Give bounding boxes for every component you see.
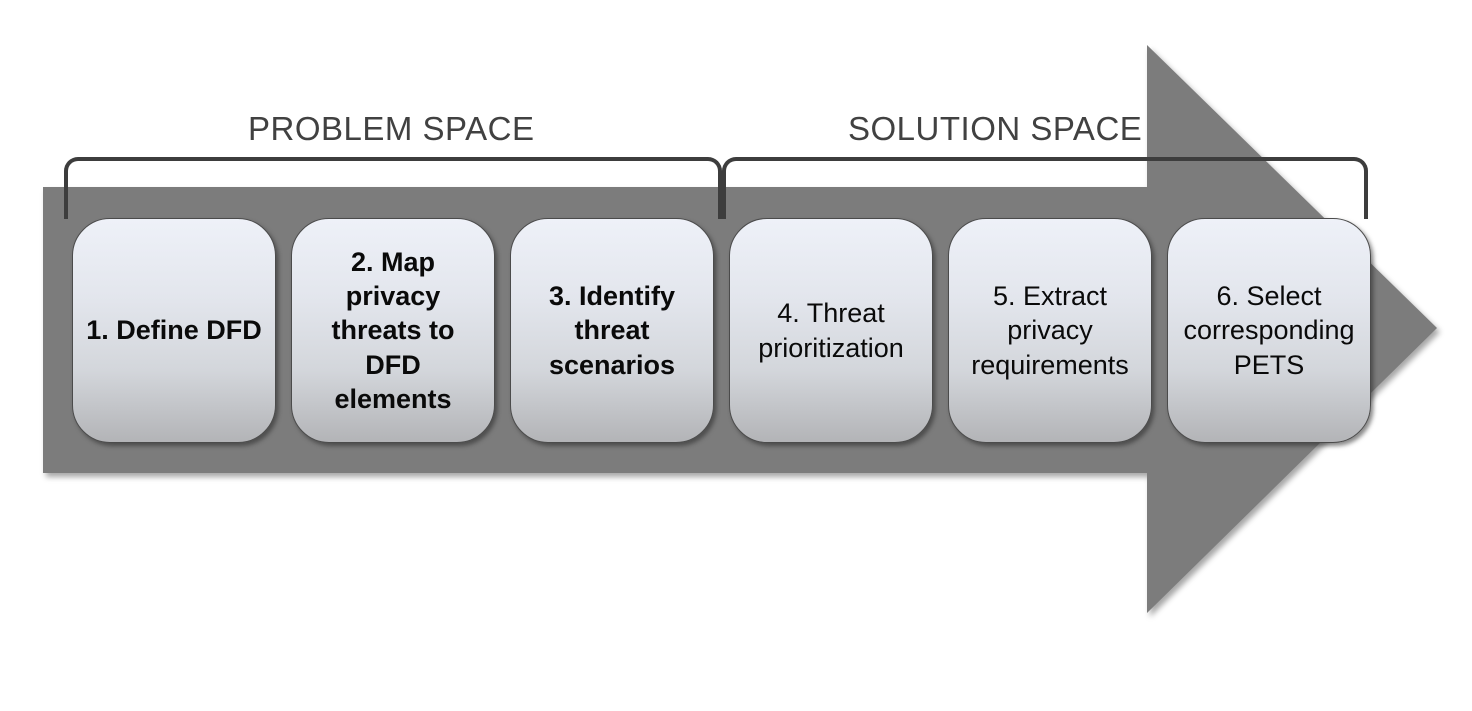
step-label-3: 3. Identify threat scenarios [548, 281, 676, 380]
step-box-extract-privacy-requirements: 5. Extract privacy requirements [948, 218, 1152, 443]
problem-space-label: PROBLEM SPACE [248, 110, 535, 147]
step-label-6: 6. Select corresponding PETS [1183, 281, 1355, 380]
problem-space-bracket [64, 157, 722, 219]
solution-space-bracket [722, 157, 1368, 219]
step-label-1: 1. Define DFD [86, 315, 262, 346]
solution-space-label: SOLUTION SPACE [848, 110, 1143, 147]
step-box-threat-prioritization: 4. Threat prioritization [729, 218, 933, 443]
step-label-2: 2. Map privacy threats to DFD elements [331, 246, 455, 414]
step-box-map-privacy-threats: 2. Map privacy threats to DFD elements [291, 218, 495, 443]
step-label-5: 5. Extract privacy requirements [971, 281, 1129, 380]
step-box-define-dfd: 1. Define DFD [72, 218, 276, 443]
step-box-select-corresponding-pets: 6. Select corresponding PETS [1167, 218, 1371, 443]
step-box-identify-threat-scenarios: 3. Identify threat scenarios [510, 218, 714, 443]
step-label-4: 4. Threat prioritization [758, 298, 904, 363]
